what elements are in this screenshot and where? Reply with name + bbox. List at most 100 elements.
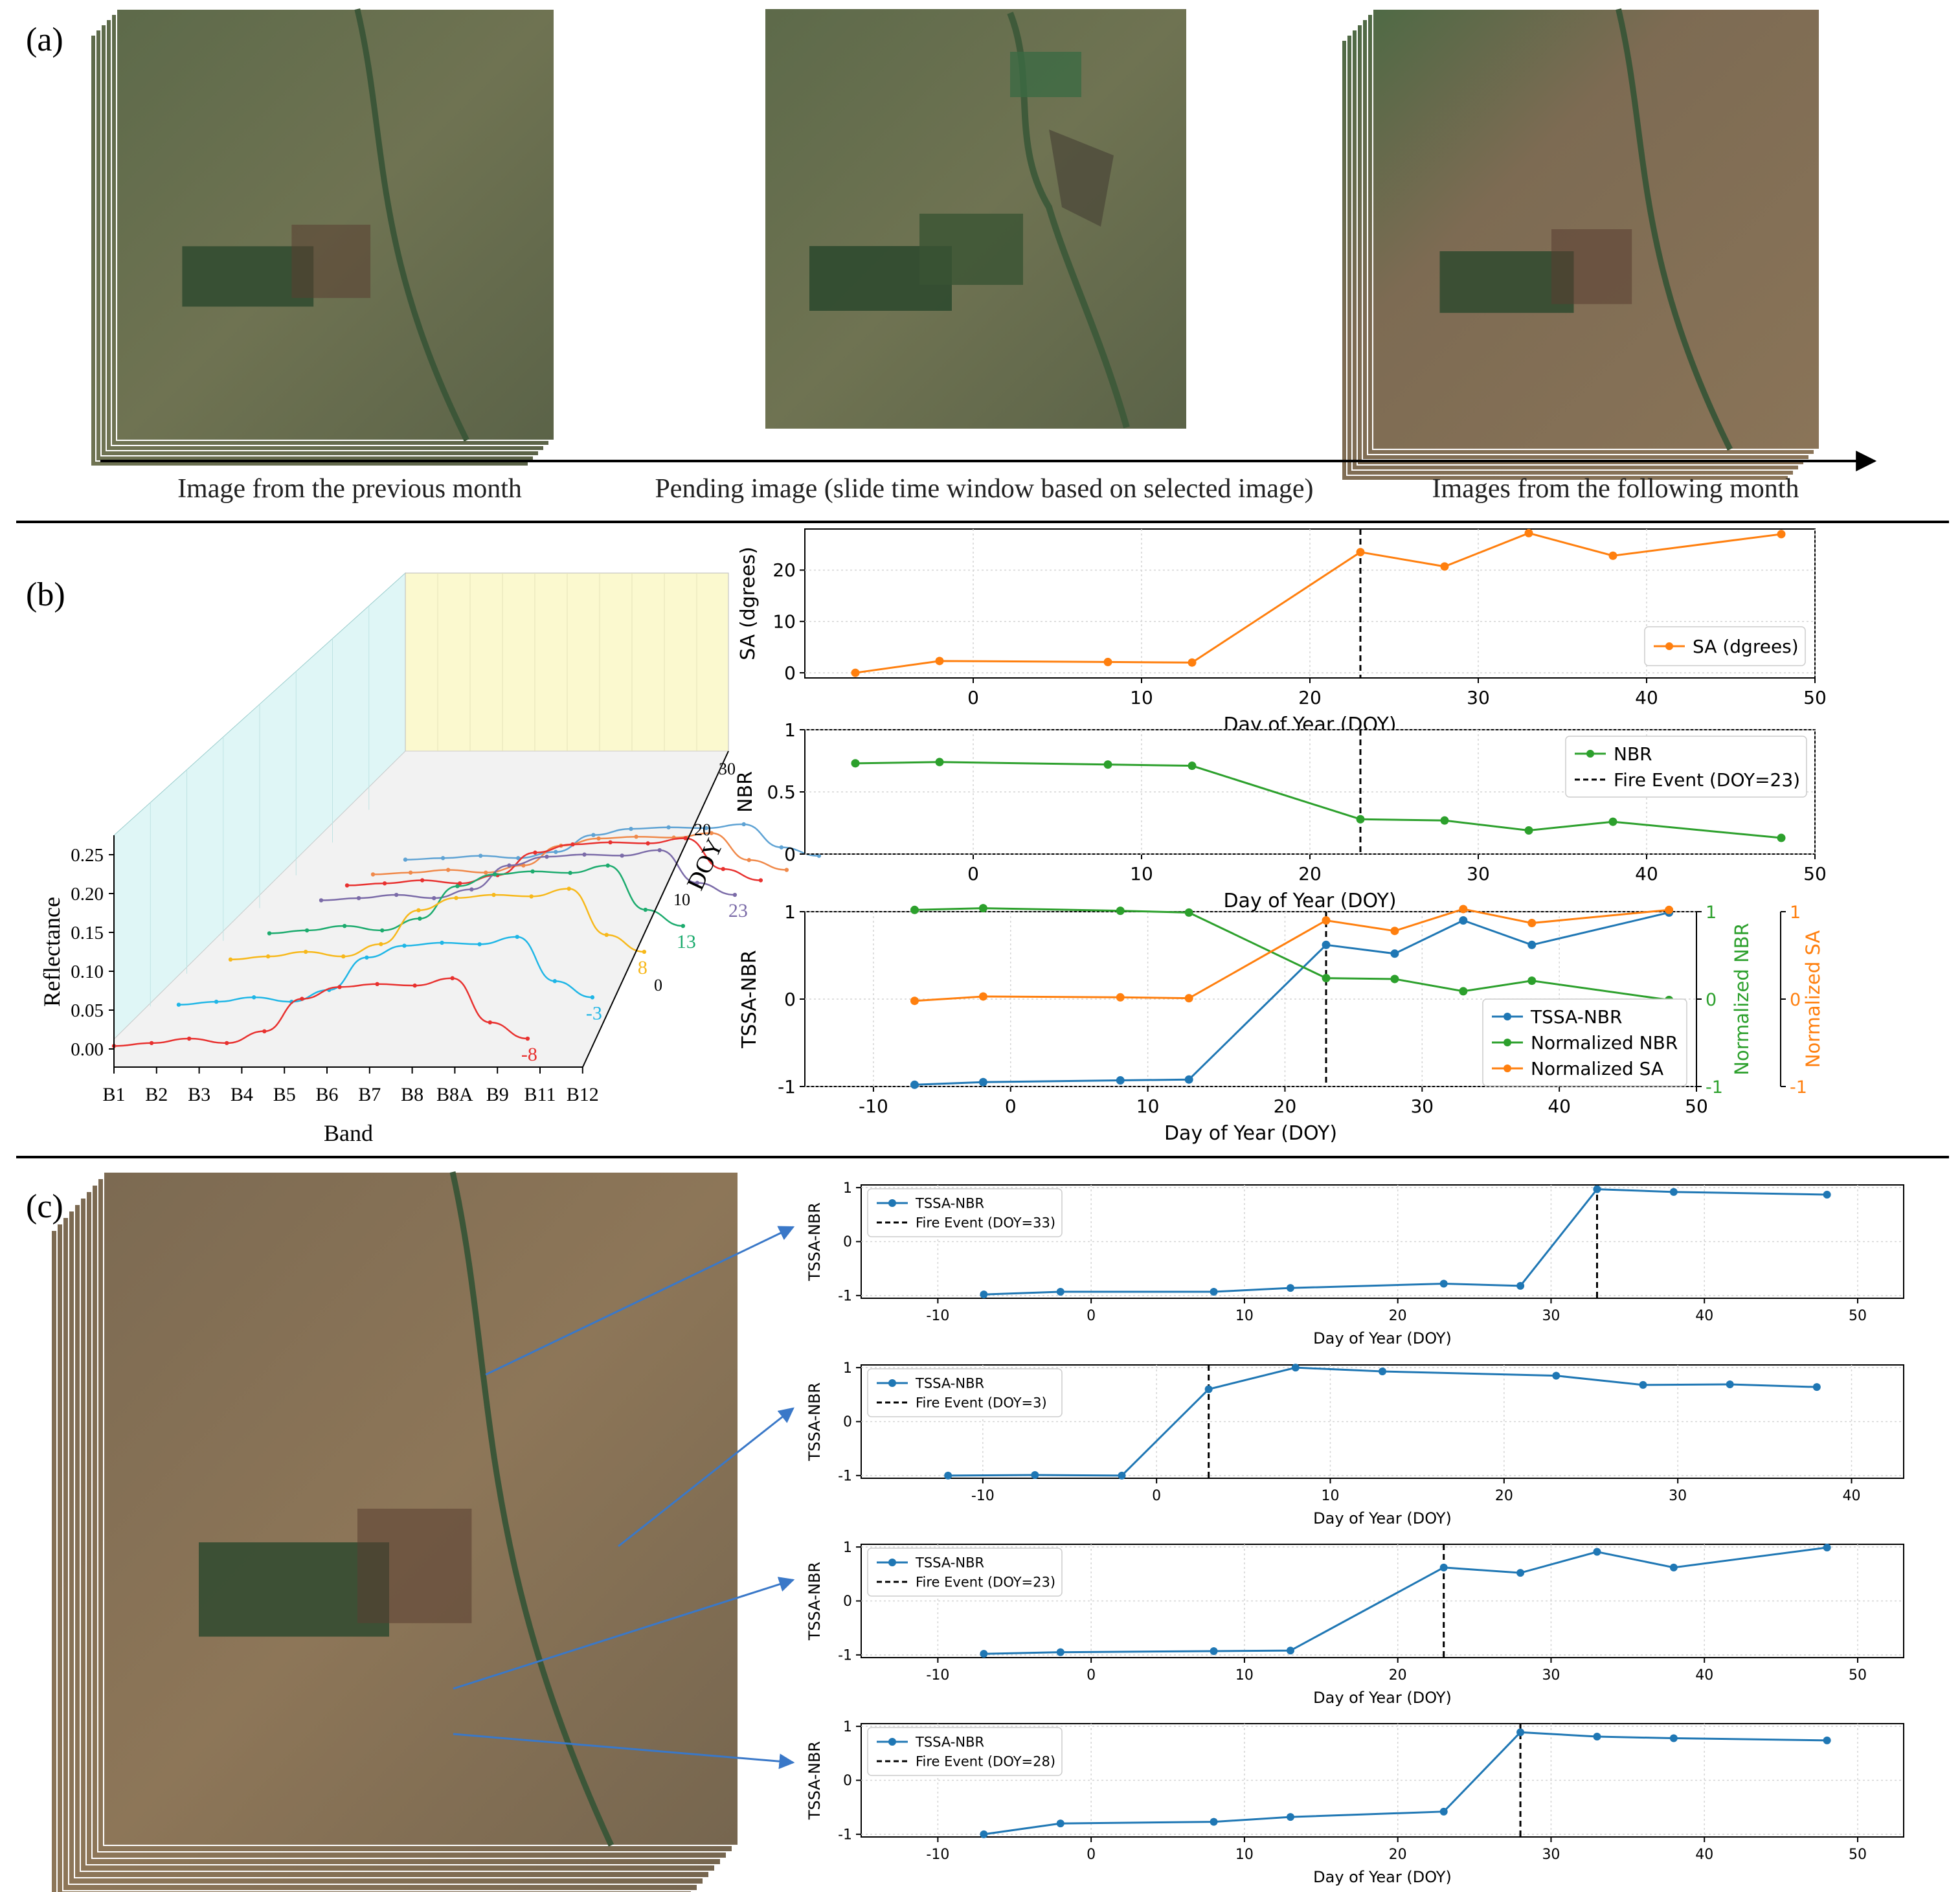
y-tick-label: 0.5 [767, 782, 796, 803]
data-point [910, 1080, 919, 1089]
data-point [935, 758, 944, 767]
data-point [1322, 940, 1331, 949]
x-tick-label: 50 [1803, 687, 1827, 708]
reflectance-tick-label: 0.15 [71, 923, 104, 943]
y-axis-label: TSSA-NBR [805, 1202, 824, 1281]
y-tick-label: 1 [843, 1719, 852, 1735]
x-tick-label: -10 [926, 1667, 949, 1684]
spectral-point [420, 878, 425, 883]
data-point [1379, 1368, 1386, 1375]
doy-tick-label: 0 [654, 976, 662, 995]
reflectance-tick-labels: 0.000.050.100.150.200.25 [71, 845, 114, 1060]
spectral-point [521, 863, 526, 868]
doy-tick-label: 30 [719, 760, 736, 778]
data-point [1118, 1471, 1126, 1480]
legend-marker [1504, 1013, 1511, 1020]
curve-doy-label: -8 [521, 1044, 537, 1065]
data-point [851, 759, 860, 768]
y-tick-label: 1 [784, 719, 796, 741]
reflectance-tick-label: 0.20 [71, 884, 104, 905]
data-point [1823, 1736, 1831, 1744]
y-tick-label: 1 [843, 1360, 852, 1377]
image-stack-large [51, 1171, 739, 1892]
x-tick-label: 30 [1467, 687, 1490, 708]
y-axis-label: NBR [734, 771, 757, 813]
data-point [935, 657, 944, 666]
data-point [1726, 1380, 1734, 1388]
y-tick-label: -1 [838, 1289, 852, 1305]
spectral-point [251, 995, 256, 1000]
spectral-point [477, 942, 482, 947]
data-point [1516, 1569, 1525, 1577]
spectral-point [478, 853, 483, 858]
legend-label: TSSA-NBR [915, 1196, 984, 1211]
data-point [1524, 528, 1533, 537]
data-point [1188, 761, 1197, 771]
spectral-point [337, 985, 342, 989]
data-point [1210, 1818, 1218, 1826]
reflectance-axis-label: Reflectance [39, 897, 65, 1007]
caption-pending-image: Pending image (slide time window based o… [655, 474, 1313, 504]
spectral-point [491, 892, 496, 897]
spectral-point [225, 1041, 229, 1046]
data-point [1552, 1371, 1560, 1380]
x-axis-label: Day of Year (DOY) [1164, 1122, 1337, 1145]
doy-axis-line [582, 750, 729, 1068]
reflectance-tick-label: 0.00 [71, 1039, 104, 1060]
spectral-point [666, 825, 671, 829]
spectral-point [303, 949, 308, 954]
band-tick-label: B11 [524, 1084, 556, 1105]
x-tick-label: 20 [1298, 687, 1322, 708]
band-tick-label: B8 [401, 1084, 423, 1105]
legend-label: Normalized SA [1531, 1058, 1663, 1079]
y-tick-label: 1 [843, 1540, 852, 1556]
spectral-point [440, 940, 444, 945]
legend-label: TSSA-NBR [915, 1555, 984, 1571]
data-point [1527, 940, 1537, 949]
legend-label: NBR [1614, 743, 1652, 765]
data-point [980, 1650, 988, 1658]
spectral-point [379, 941, 383, 947]
spectral-point [642, 949, 647, 954]
legend-marker [888, 1379, 896, 1387]
legend-marker [1504, 1064, 1511, 1072]
data-point [910, 905, 919, 914]
x-tick-label: 10 [1130, 687, 1153, 708]
spectral-point [582, 852, 587, 857]
data-point [1516, 1728, 1525, 1737]
data-point [1056, 1288, 1064, 1296]
spectral-point [552, 979, 557, 984]
x-tick-label: 20 [1389, 1667, 1407, 1684]
x-tick-label: 40 [1695, 1847, 1713, 1863]
x-axis-label: Day of Year (DOY) [1223, 890, 1396, 912]
curve-doy-label: 23 [728, 900, 748, 921]
legend-label: TSSA-NBR [915, 1735, 984, 1750]
legend-marker [888, 1738, 896, 1746]
data-point [1184, 1075, 1193, 1084]
data-point [1439, 1563, 1448, 1571]
data-point [1116, 1076, 1125, 1085]
secondary-y-tick-label: 0 [1790, 990, 1801, 1010]
spectral-point [380, 928, 385, 933]
spectral-point [545, 854, 549, 859]
x-tick-label: 10 [1235, 1667, 1254, 1684]
spectral-point [605, 863, 610, 868]
x-tick-label: 20 [1298, 863, 1322, 884]
x-tick-label: 50 [1849, 1667, 1867, 1684]
y-tick-label: 0 [784, 989, 796, 1010]
pending-image [765, 9, 1186, 429]
spectral-point [695, 881, 700, 885]
legend-label: Fire Event (DOY=28) [916, 1754, 1055, 1770]
spectral-point [590, 995, 595, 1000]
x-tick-label: 50 [1803, 863, 1827, 884]
data-point [1116, 993, 1125, 1002]
reflectance-tick-label: 0.10 [71, 962, 104, 982]
burn-scar [291, 225, 371, 298]
data-point [1210, 1288, 1218, 1296]
data-point [1390, 949, 1399, 958]
data-point [1286, 1813, 1294, 1821]
legend-box [867, 1188, 1063, 1237]
data-point [1439, 1807, 1448, 1816]
